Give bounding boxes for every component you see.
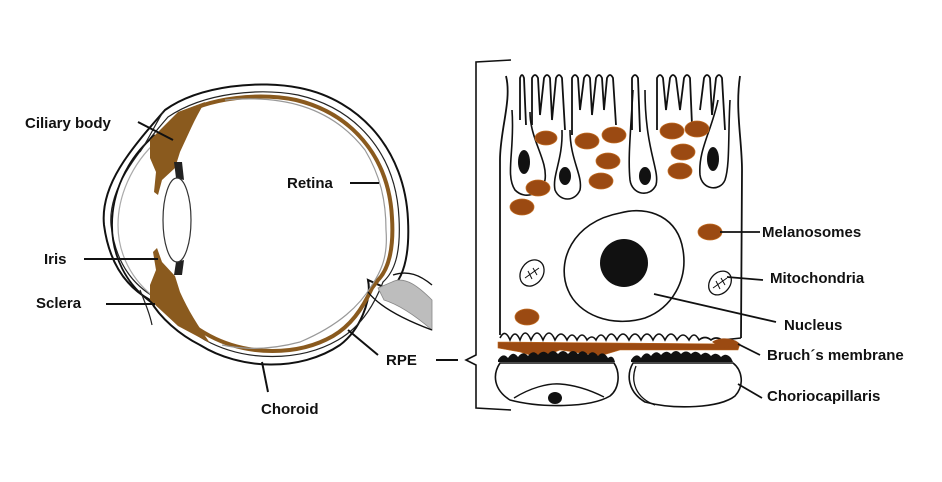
cell-wall-right [737,75,743,339]
label-choriocapillaris: Choriocapillaris [767,388,881,405]
melanosome [601,126,627,144]
endothelial-nucleus [548,392,562,404]
photoreceptor-nucleus-2 [559,167,571,185]
cornea [111,134,156,306]
endothelium-left [498,351,615,362]
photoreceptor-1 [509,109,547,196]
sclera-outline [102,83,410,366]
melanosome [684,120,710,138]
melanosome [525,179,551,197]
melanosome [509,198,535,216]
rpe-bracket [464,59,512,411]
optic-nerve [377,279,433,331]
photoreceptor-nucleus-4 [707,147,719,171]
zonule-top [174,162,184,180]
melanosome [588,172,614,190]
photoreceptor-3 [628,89,658,194]
mitochondrion-left [519,259,545,287]
melanosomes [509,120,723,326]
label-melanosomes: Melanosomes [762,224,862,241]
ciliary-body-bottom [150,248,210,343]
rpe-cell-diagram [464,59,777,411]
label-nucleus: Nucleus [784,317,843,334]
label-rpe: RPE [386,352,417,369]
label-mitochondria: Mitochondria [770,270,865,287]
zonule-bottom [174,260,184,275]
melanosome [697,223,723,241]
melanosome [534,130,558,146]
eyelid-top [139,111,164,153]
label-ciliary-body: Ciliary body [25,115,111,132]
sclera-inner [110,91,400,358]
photoreceptor-nucleus-1 [518,150,530,174]
cell-wall-left [499,75,509,335]
leader-nucleus [653,293,777,323]
eye-cross-section [84,83,458,393]
capillary-right [628,362,742,408]
leader-choriocapillaris [737,383,763,399]
label-iris: Iris [44,251,67,268]
label-sclera: Sclera [36,295,82,312]
leader-mitochondria [726,276,764,281]
endothelial-cell [513,383,605,399]
cornea-inner [117,139,159,301]
melanosome [659,122,685,140]
choroid-band [170,94,395,353]
eyelid-bottom [139,289,153,326]
mitochondrion-right [708,270,732,296]
leader-rpe [347,329,379,356]
melanosome [670,143,696,161]
leader-bruchs [737,343,761,356]
bruchs-deposit [712,338,740,348]
label-bruchs-membrane: Bruch´s membrane [767,347,904,364]
photoreceptor-2 [553,129,582,200]
label-choroid: Choroid [261,401,319,418]
melanosome [514,308,540,326]
nucleolus [600,239,648,287]
label-retina: Retina [287,175,333,192]
leader-choroid [261,361,269,393]
ciliary-body-top [150,102,205,195]
melanosome [667,162,693,180]
endothelium-right [631,351,733,362]
capillary-right-fold [633,365,656,406]
lens [162,177,192,263]
optic-nerve-sheath [367,272,433,331]
basal-infoldings [499,332,742,343]
photoreceptor-4 [699,99,731,189]
photoreceptor-nucleus-3 [639,167,651,185]
leader-ciliary-body [137,121,174,141]
melanosome [574,132,600,150]
retina-line [221,98,387,350]
apical-microvilli [519,74,726,135]
melanosome [595,152,621,170]
